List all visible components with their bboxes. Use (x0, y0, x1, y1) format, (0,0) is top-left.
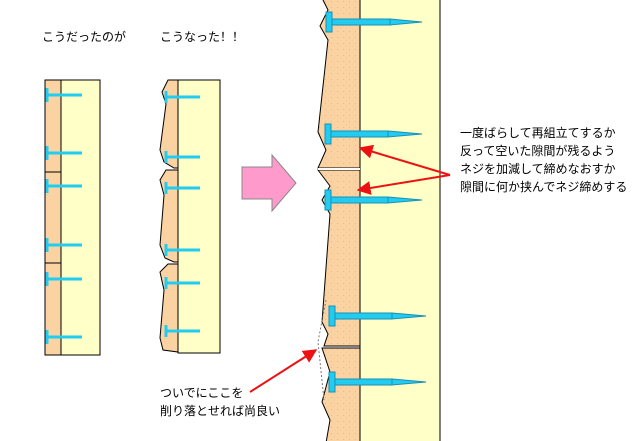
after-panel-top (159, 79, 179, 169)
note-line: 反って空いた隙間が残るよう (460, 144, 616, 158)
after-panel-bottom (159, 263, 179, 353)
before-label: こうだったのが (42, 30, 127, 44)
note-line: 隙間に何か挟んでネジ締めする (460, 180, 628, 194)
zoom-screw (328, 305, 427, 327)
arrow-to-shave-area (249, 349, 318, 393)
after-wall (177, 79, 221, 354)
shave-line: ついでにここを (160, 386, 244, 400)
note-line: 一度ばらして再組立てするか (460, 126, 616, 140)
before-screws (46, 93, 82, 339)
zoom-wall (359, 0, 441, 441)
shave-text: ついでにここを 削り落とせれば尚良い (160, 384, 280, 420)
gap-top (318, 168, 360, 170)
transition-arrow (241, 153, 297, 213)
arrow-to-lower-gap (356, 174, 451, 195)
pointer-arrows (249, 144, 451, 393)
before-panel (44, 79, 62, 356)
zoom-panel-mid (317, 169, 361, 347)
zoom-screw (325, 11, 423, 33)
note-text: 一度ばらして再組立てするか 反って空いた隙間が残るよう ネジを加減して締めなおす… (460, 124, 627, 196)
zoom-screw (324, 123, 423, 145)
shave-area-outline (317, 299, 327, 401)
after-label: こうなった！！ (160, 30, 245, 44)
shave-line: 削り落とせれば尚良い (160, 404, 281, 418)
after-screws (166, 95, 200, 333)
zoom-panel-bottom (321, 347, 361, 441)
zoom-screw (328, 371, 427, 393)
zoom-screws (324, 11, 427, 393)
zoomed-diagram (317, 0, 441, 441)
note-line: ネジを加減して締めなおすか (460, 162, 616, 176)
before-wall (59, 79, 101, 356)
zoom-screw (324, 189, 423, 211)
after-diagram (159, 79, 221, 354)
before-panel-joints (45, 171, 61, 264)
after-panel-mid (159, 169, 179, 263)
before-diagram (44, 79, 101, 356)
arrow-to-upper-gap (358, 144, 451, 176)
